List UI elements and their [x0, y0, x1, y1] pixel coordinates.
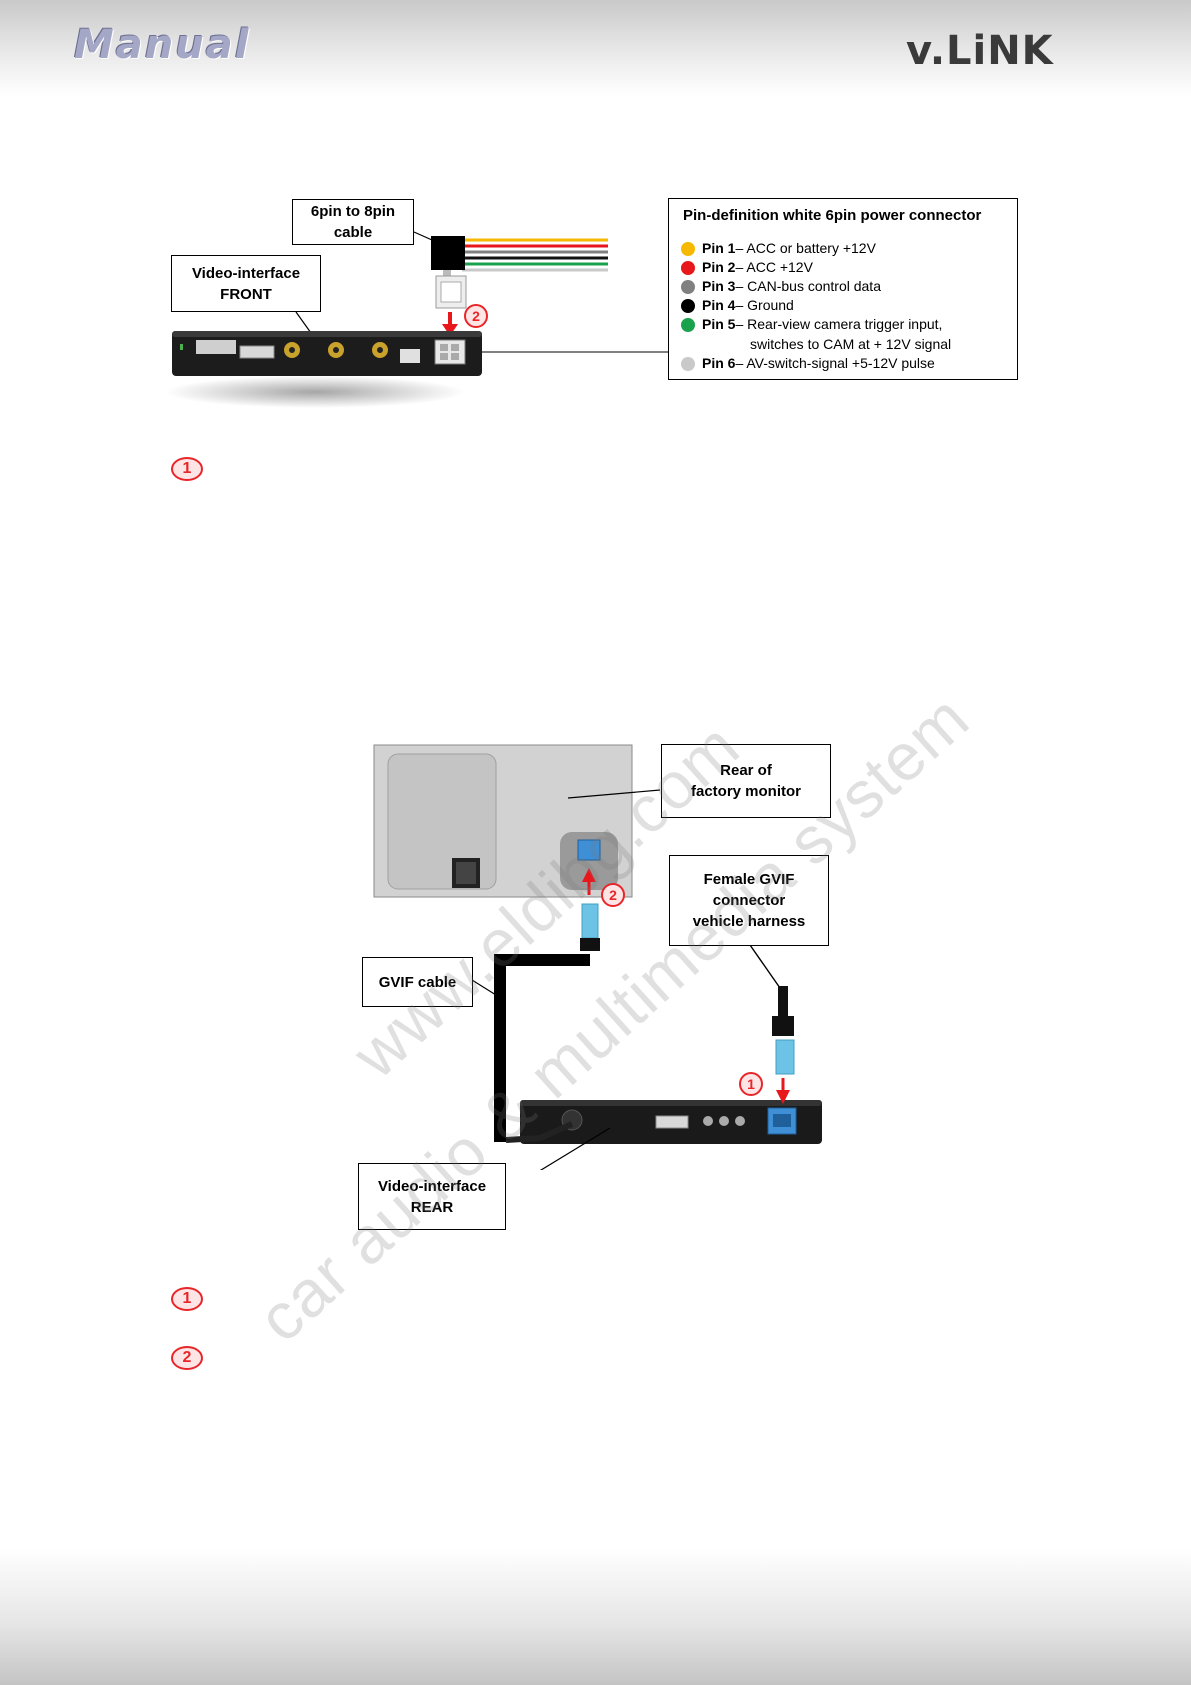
front-interface-drawing — [165, 231, 668, 408]
female-gvif-label: Female GVIF connector vehicle harness — [669, 855, 829, 946]
cable-label: 6pin to 8pin cable — [292, 199, 414, 245]
grey-dot-icon — [681, 280, 695, 294]
pin-6-row: Pin 6 – AV-switch-signal +5-12V pulse — [681, 355, 935, 371]
pin-3-row: Pin 3 – CAN-bus control data — [681, 278, 881, 294]
black-dot-icon — [681, 299, 695, 313]
red-arrow — [442, 324, 458, 336]
monitor-label: Rear of factory monitor — [661, 744, 831, 818]
device-shadow — [165, 376, 465, 408]
rear-interface-drawing — [373, 744, 822, 1170]
manual-logo: Manual — [74, 22, 251, 68]
power-socket — [434, 339, 466, 365]
light-grey-dot-icon — [681, 357, 695, 371]
monitor-leader — [567, 789, 661, 799]
monitor-gvif-port — [577, 839, 601, 861]
gvif-cable-leader — [471, 979, 497, 996]
pin-5-continuation: switches to CAM at + 12V signal — [750, 336, 952, 352]
step-marker-1: 1 — [171, 457, 203, 481]
page-footer — [0, 1548, 1191, 1685]
red-dot-icon — [681, 261, 695, 275]
red-arrow-down — [776, 1090, 790, 1104]
marker-1-bottom: 1 — [739, 1072, 763, 1096]
pin-definition-box: Pin-definition white 6pin power connecto… — [668, 198, 1018, 380]
yellow-dot-icon — [681, 242, 695, 256]
cable-leader — [413, 231, 433, 241]
rear-label: Video-interface REAR — [358, 1163, 506, 1230]
bottom-marker-2: 2 — [171, 1346, 203, 1370]
front-label: Video-interface FRONT — [171, 255, 321, 312]
marker-2-bottom: 2 — [601, 883, 625, 907]
bottom-marker-1: 1 — [171, 1287, 203, 1311]
pin-4-row: Pin 4 – Ground — [681, 297, 794, 313]
pin-1-row: Pin 1 – ACC or battery +12V — [681, 240, 876, 256]
green-dot-icon — [681, 318, 695, 332]
vlink-logo: v.LiNK — [906, 28, 1054, 74]
front-device-body — [172, 331, 482, 376]
gvif-cable-label: GVIF cable — [362, 957, 473, 1007]
rear-leader — [539, 1127, 611, 1170]
page-header: Manual v.LiNK — [0, 0, 1191, 96]
marker-2-top: 2 — [464, 304, 488, 328]
pin-5-row: Pin 5 – Rear-view camera trigger input, — [681, 316, 942, 332]
pin-2-row: Pin 2 – ACC +12V — [681, 259, 813, 275]
pin-box-title: Pin-definition white 6pin power connecto… — [683, 207, 982, 224]
cable-connector-block — [431, 236, 465, 270]
gvif-cable — [494, 954, 590, 1142]
